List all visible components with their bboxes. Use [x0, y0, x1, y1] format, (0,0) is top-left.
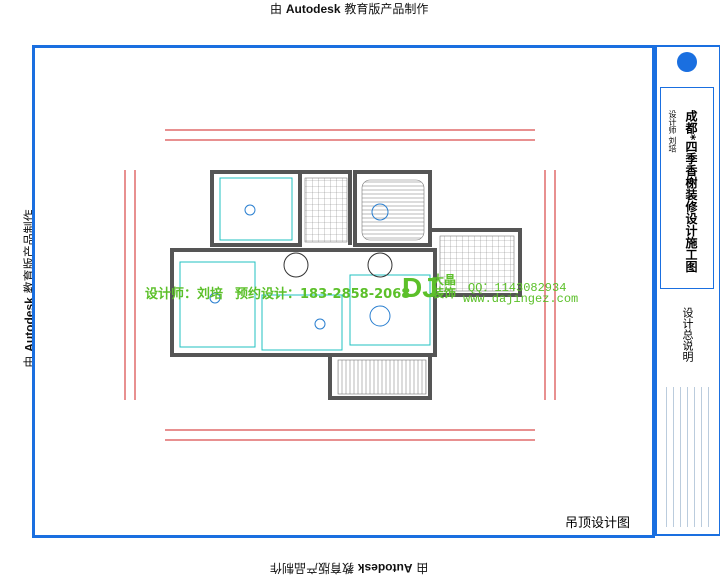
- revision-table: [660, 387, 712, 527]
- watermark-top: 由 Autodesk 教育版产品制作: [270, 2, 429, 16]
- title-block: 成都*四季香榭装修设计施工图 设计师 刘培 设计总说明: [653, 45, 720, 536]
- drawing-title: 吊顶设计图: [565, 516, 631, 531]
- walls: [170, 170, 522, 400]
- sheet-name: 设计总说明: [681, 307, 694, 362]
- designer-name: 设计师 刘培: [668, 110, 677, 153]
- qq-overlay: QQ：1143082934: [468, 281, 567, 295]
- logo-letters: DJ: [402, 272, 438, 303]
- logo-name: 大晶装饰: [432, 273, 457, 300]
- project-title: 成都*四季香榭装修设计施工图: [684, 110, 698, 273]
- booking-overlay: 预约设计：183-2858-2068: [235, 287, 411, 302]
- company-logo: [677, 52, 697, 72]
- dimension-lines: [124, 129, 556, 441]
- website-overlay: www.dajingez.com: [463, 292, 579, 306]
- designer-overlay: 设计师：刘培: [145, 287, 224, 302]
